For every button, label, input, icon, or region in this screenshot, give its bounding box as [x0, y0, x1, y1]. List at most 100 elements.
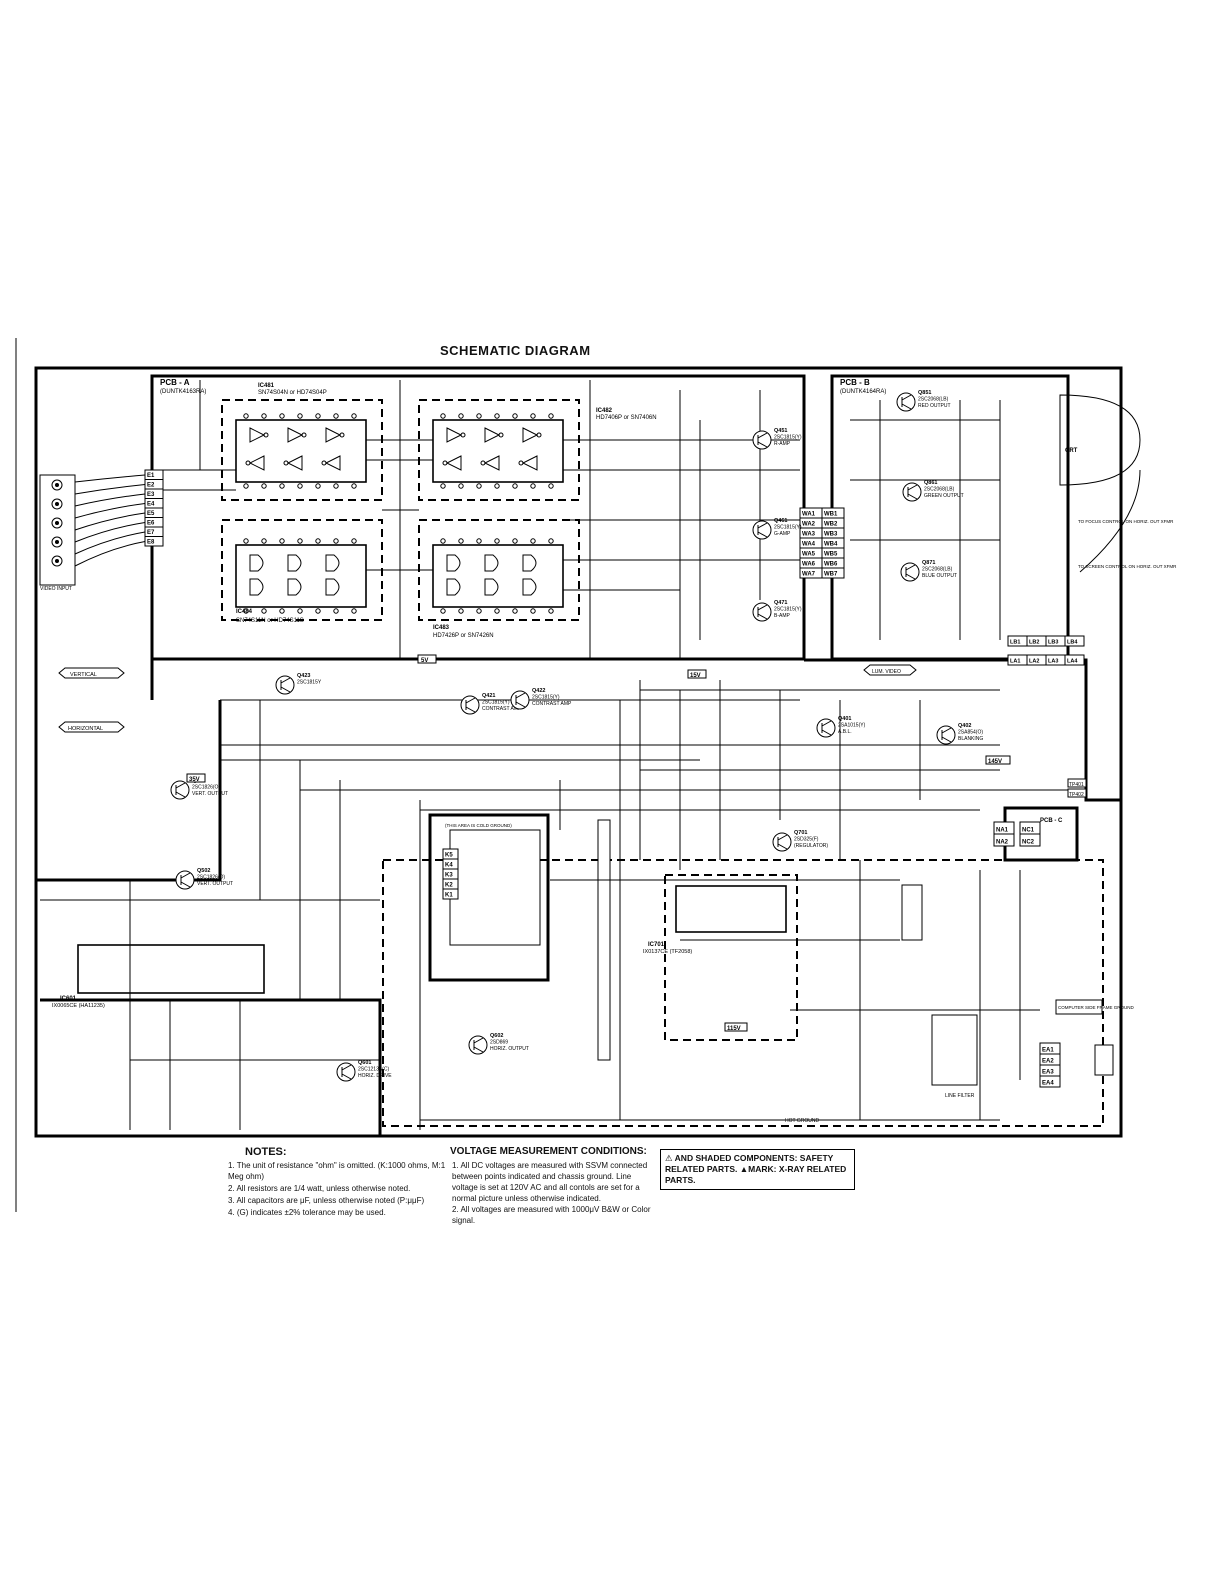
svg-text:Q402: Q402: [958, 723, 971, 729]
svg-text:2SC1826(O): 2SC1826(O): [192, 785, 220, 791]
note-item: 1. The unit of resistance "ohm" is omitt…: [228, 1161, 446, 1181]
video-input-label: VIDEO INPUT: [40, 586, 72, 592]
svg-text:2SD869: 2SD869: [490, 1040, 508, 1046]
note-item: 3. All capacitors are μF, unless otherwi…: [228, 1196, 425, 1205]
ic484-ref: IC484: [236, 609, 253, 615]
voltage-145v: 145V: [988, 759, 1002, 765]
cold-ground-label: (THIS AREA IS COLD GROUND): [445, 823, 512, 828]
ic482-part: HD7406P or SN7406N: [596, 415, 657, 421]
ic701-chip: [675, 885, 787, 933]
svg-text:2SC1826(O): 2SC1826(O): [197, 875, 225, 881]
connector-k3: K3: [442, 868, 459, 880]
connector-wa6: WA6: [799, 557, 823, 569]
ic483-chip: [432, 544, 564, 608]
svg-text:R-AMP: R-AMP: [774, 441, 791, 447]
vertical-signal-tag: VERTICAL: [58, 667, 125, 679]
svg-text:NC2: NC2: [1022, 840, 1035, 846]
connector-e5: E5: [144, 507, 164, 518]
pcb-a-sub: (DUNTK4163RA): [160, 389, 206, 395]
ic601-part: IX0065CE (HA11235): [52, 1003, 105, 1009]
svg-text:Q851: Q851: [918, 390, 931, 396]
svg-text:LB2: LB2: [1029, 640, 1039, 646]
svg-text:WA3: WA3: [802, 532, 816, 538]
svg-text:WB2: WB2: [824, 522, 838, 528]
pcb-b-sub: (DUNTK4164RA): [840, 389, 886, 395]
svg-text:Q422: Q422: [532, 688, 545, 694]
connector-ea2: EA2: [1039, 1053, 1061, 1066]
svg-text:K1: K1: [445, 893, 453, 899]
svg-text:WA2: WA2: [802, 522, 816, 528]
svg-text:2SC1815(Y): 2SC1815(Y): [482, 700, 510, 706]
svg-text:Q451: Q451: [774, 428, 787, 434]
svg-text:(REGULATOR): (REGULATOR): [794, 843, 828, 849]
svg-text:WB7: WB7: [824, 572, 838, 578]
svg-text:WA7: WA7: [802, 572, 816, 578]
page-title: SCHEMATIC DIAGRAM: [440, 343, 591, 358]
svg-text:EA3: EA3: [1042, 1070, 1054, 1076]
connector-ea1: EA1: [1039, 1042, 1061, 1055]
connector-lb1: LB1: [1007, 635, 1028, 647]
connector-lb4: LB4: [1064, 635, 1085, 647]
pcb-b-label: PCB - B: [840, 378, 870, 387]
connector-wa1: WA1: [799, 507, 823, 519]
connector-wb7: WB7: [821, 567, 845, 579]
connector-e6: E6: [144, 517, 164, 528]
svg-text:BLANKING: BLANKING: [958, 736, 983, 742]
connector-e2: E2: [144, 479, 164, 490]
svg-text:WB6: WB6: [824, 562, 838, 568]
horizontal-signal-tag: HORIZONTAL: [58, 721, 125, 733]
connector-lb3: LB3: [1045, 635, 1066, 647]
svg-text:BLUE OUTPUT: BLUE OUTPUT: [922, 573, 957, 579]
connector-ea3: EA3: [1039, 1064, 1061, 1077]
svg-text:K2: K2: [445, 883, 453, 889]
focus-note: TO FOCUS CONTROL ON HORIZ. OUT XFMR: [1078, 519, 1174, 524]
ic482-chip: [432, 419, 564, 483]
svg-text:Q401: Q401: [838, 716, 851, 722]
connector-k4: K4: [442, 858, 459, 870]
svg-text:2SC2068(LB): 2SC2068(LB): [922, 567, 953, 573]
voltage-115v: 115V: [727, 1026, 741, 1032]
connector-wa4: WA4: [799, 537, 823, 549]
lum-video-tag: LUM. VIDEO: [863, 664, 917, 676]
svg-text:GREEN OUTPUT: GREEN OUTPUT: [924, 493, 964, 499]
connector-wb6: WB6: [821, 557, 845, 569]
svg-text:E5: E5: [147, 511, 155, 517]
computer-side-label: COMPUTER SIDE FRAME GROUND: [1058, 1005, 1135, 1010]
svg-text:Q701: Q701: [794, 830, 807, 836]
connector-e7: E7: [144, 526, 164, 537]
svg-text:2SC1815Y: 2SC1815Y: [297, 680, 322, 686]
tp402-label: TP402: [1069, 792, 1084, 798]
svg-text:NA2: NA2: [996, 840, 1009, 846]
connector-wa2: WA2: [799, 517, 823, 529]
pcb-a-label: PCB - A: [160, 378, 190, 387]
connector-wa3: WA3: [799, 527, 823, 539]
hot-ground-label: HOT GROUND: [785, 1118, 819, 1124]
connector-k1: K1: [442, 888, 459, 900]
screen-note: TO SCREEN CONTROL ON HORIZ. OUT XFMR: [1078, 564, 1177, 569]
video-input-connector: [39, 474, 76, 586]
svg-text:K5: K5: [445, 853, 453, 859]
connector-k5: K5: [442, 848, 459, 860]
svg-text:K4: K4: [445, 863, 453, 869]
svg-text:CONTRAST AMP: CONTRAST AMP: [482, 706, 522, 712]
svg-text:Q461: Q461: [774, 518, 787, 524]
connector-k2: K2: [442, 878, 459, 890]
connector-la2: LA2: [1026, 654, 1047, 666]
connector-wb5: WB5: [821, 547, 845, 559]
svg-text:RED OUTPUT: RED OUTPUT: [918, 403, 951, 409]
svg-text:Q871: Q871: [922, 560, 935, 566]
svg-text:LA1: LA1: [1010, 659, 1020, 665]
svg-text:Q421: Q421: [482, 693, 495, 699]
svg-text:2SC2068(LB): 2SC2068(LB): [918, 397, 949, 403]
svg-text:E3: E3: [147, 492, 155, 498]
svg-text:2SC1815(Y): 2SC1815(Y): [532, 695, 560, 701]
